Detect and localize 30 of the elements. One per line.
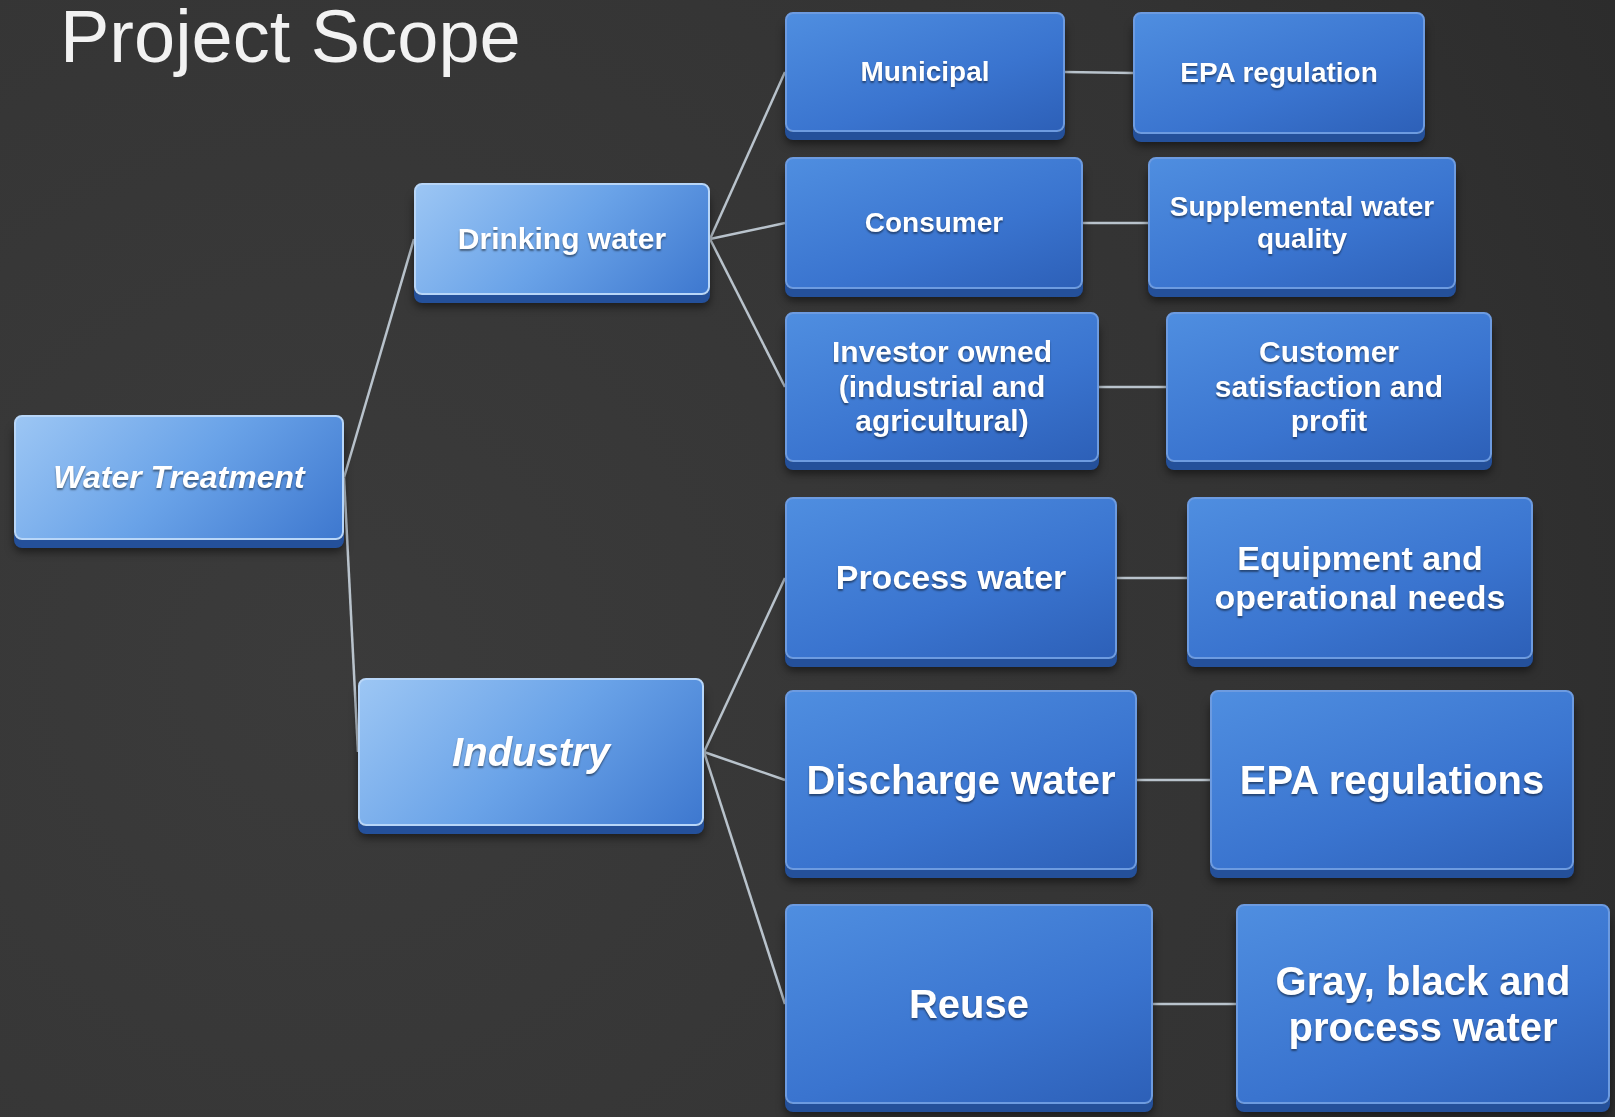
connector-line	[1099, 385, 1166, 389]
box-label: Supplemental water quality	[1168, 190, 1436, 256]
box-label: Reuse	[908, 981, 1030, 1027]
connector-line	[342, 477, 360, 753]
slide-title: Project Scope	[60, 0, 521, 79]
connector-line	[1065, 70, 1133, 75]
connector-line	[1083, 221, 1148, 225]
connector-line	[342, 238, 416, 478]
connector-line	[708, 238, 787, 388]
box-label: Municipal	[860, 55, 990, 89]
box-label: Drinking water	[457, 221, 667, 257]
connector-line	[709, 221, 786, 241]
box-label: Industry	[452, 729, 610, 775]
connector-line	[702, 751, 787, 1005]
connector-line	[1137, 778, 1210, 782]
connector-line	[702, 577, 787, 753]
box-label: EPA regulation	[1180, 56, 1378, 90]
box-label: Consumer	[864, 206, 1004, 240]
connector-line	[1153, 1002, 1236, 1006]
box-label: Investor owned (industrial and agricultural)	[830, 335, 1053, 439]
box-label: Water Treatment	[53, 459, 305, 496]
box-label: Gray, black and process water	[1274, 958, 1572, 1050]
box-label: Discharge water	[806, 757, 1116, 803]
connector-line	[708, 71, 787, 240]
box-label: Process water	[835, 558, 1067, 598]
box-label: Equipment and operational needs	[1213, 538, 1507, 618]
box-label: EPA regulations	[1239, 757, 1545, 803]
connector-line	[1117, 576, 1187, 580]
connector-line	[703, 750, 786, 782]
box-label: Customer satisfaction and profit	[1213, 335, 1445, 439]
